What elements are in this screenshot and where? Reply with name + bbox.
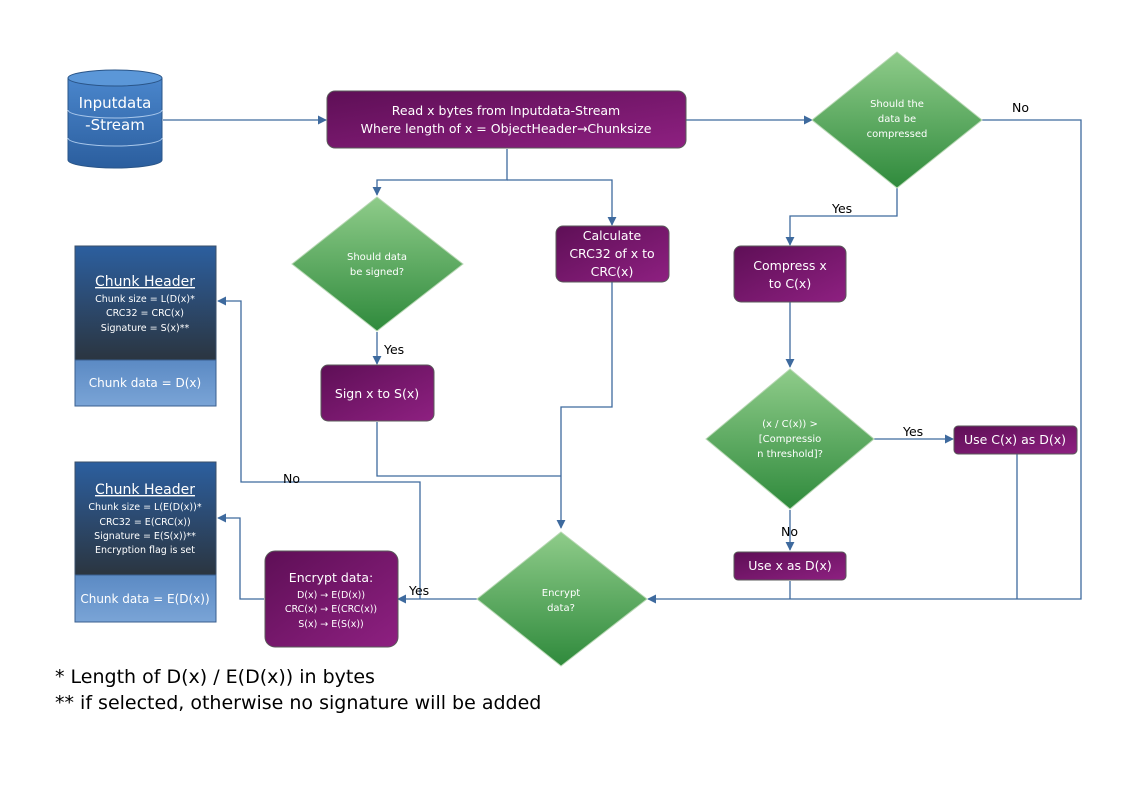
read-box-line2: Where length of x = ObjectHeader→Chunksi…	[361, 121, 652, 136]
chunk-enc-line2: CRC32 = E(CRC(x))	[99, 517, 190, 528]
datastore-cylinder: Inputdata -Stream	[67, 69, 163, 169]
chunk-plain-line3: Signature = S(x)**	[101, 323, 190, 334]
threshold-decision: (x / C(x)) > [Compressio n threshold]?	[705, 368, 875, 510]
chunk-plain: Chunk Header Chunk size = L(D(x)* CRC32 …	[74, 245, 217, 407]
compress-box: Compress x to C(x)	[733, 245, 847, 303]
chunk-plain-data: Chunk data = D(x)	[89, 376, 201, 390]
label-yes-sign: Yes	[383, 342, 404, 357]
encrypt-box-line3: S(x) → E(S(x))	[298, 619, 364, 630]
read-box: Read x bytes from Inputdata-Stream Where…	[326, 90, 687, 149]
chunk-plain-line1: Chunk size = L(D(x)*	[95, 294, 195, 305]
chunk-enc-line4: Encryption flag is set	[95, 545, 195, 556]
compress-decision-line1: Should the	[870, 99, 924, 110]
connector-crc-encrypt	[556, 282, 613, 529]
chunk-enc-title: Chunk Header	[95, 482, 195, 498]
connector-encrypt-no	[217, 296, 421, 599]
encrypt-box-title: Encrypt data:	[289, 570, 373, 585]
datastore-label-line2: -Stream	[85, 116, 145, 134]
label-yes-threshold: Yes	[902, 424, 923, 439]
read-box-line1: Read x bytes from Inputdata-Stream	[392, 103, 621, 118]
sign-decision-line1: Should data	[347, 252, 407, 263]
use-x-box: Use x as D(x)	[733, 551, 847, 581]
sign-decision: Should data be signed?	[291, 196, 464, 332]
label-no-threshold: No	[781, 524, 798, 539]
crc-box-line2: CRC32 of x to	[569, 246, 654, 261]
connector-read-crc	[507, 179, 617, 226]
label-no-encrypt: No	[283, 471, 300, 486]
threshold-decision-line1: (x / C(x)) >	[762, 419, 818, 430]
connector-sign-box-merge	[376, 422, 561, 477]
sign-decision-line2: be signed?	[350, 267, 404, 278]
edge-labels: No Yes Yes Yes No No Yes	[283, 100, 1029, 598]
connectors	[163, 115, 1082, 604]
encrypt-box: Encrypt data: D(x) → E(D(x)) CRC(x) → E(…	[264, 550, 399, 648]
use-cx-box-label: Use C(x) as D(x)	[964, 432, 1066, 447]
use-cx-box: Use C(x) as D(x)	[953, 425, 1078, 455]
encrypt-decision-line1: Encrypt	[542, 588, 581, 599]
crc-box-line3: CRC(x)	[591, 264, 634, 279]
use-x-box-label: Use x as D(x)	[748, 558, 832, 573]
encrypt-decision: Encrypt data?	[476, 531, 648, 667]
connector-encryptbox-chunkenc	[217, 513, 264, 600]
connector-compress-no	[647, 119, 1082, 604]
threshold-decision-line2: [Compressio	[759, 434, 821, 445]
label-yes-compress: Yes	[831, 201, 852, 216]
compress-decision: Should the data be compressed	[811, 51, 983, 189]
chunk-enc-line1: Chunk size = L(E(D(x))*	[88, 502, 201, 513]
encrypt-box-line2: CRC(x) → E(CRC(x))	[285, 604, 377, 615]
crc-box: Calculate CRC32 of x to CRC(x)	[555, 225, 670, 283]
sign-box: Sign x to S(x)	[320, 364, 435, 422]
compress-box-line2: to C(x)	[769, 276, 811, 291]
connector-compress-yes	[785, 188, 898, 246]
footnote-length: * Length of D(x) / E(D(x)) in bytes	[55, 666, 375, 688]
encrypt-box-line1: D(x) → E(D(x))	[297, 590, 365, 601]
compress-box-line1: Compress x	[753, 258, 826, 273]
compress-decision-line2: data be	[878, 114, 916, 125]
connector-read-split	[372, 149, 508, 196]
chunk-enc-line3: Signature = E(S(x))**	[94, 531, 196, 542]
datastore-label-line1: Inputdata	[79, 94, 152, 112]
chunk-plain-line2: CRC32 = CRC(x)	[106, 308, 184, 319]
crc-box-line1: Calculate	[583, 228, 642, 243]
threshold-decision-line3: n threshold]?	[757, 449, 823, 460]
chunk-enc-data: Chunk data = E(D(x))	[80, 592, 209, 606]
sign-box-label: Sign x to S(x)	[335, 386, 419, 401]
chunk-encrypted: Chunk Header Chunk size = L(E(D(x))* CRC…	[74, 461, 217, 623]
chunk-plain-title: Chunk Header	[95, 274, 195, 290]
label-yes-encrypt: Yes	[408, 583, 429, 598]
compress-decision-line3: compressed	[867, 129, 928, 140]
encrypt-decision-line2: data?	[547, 603, 575, 614]
label-no-compress: No	[1012, 100, 1029, 115]
footnote-signature: ** if selected, otherwise no signature w…	[55, 692, 542, 714]
